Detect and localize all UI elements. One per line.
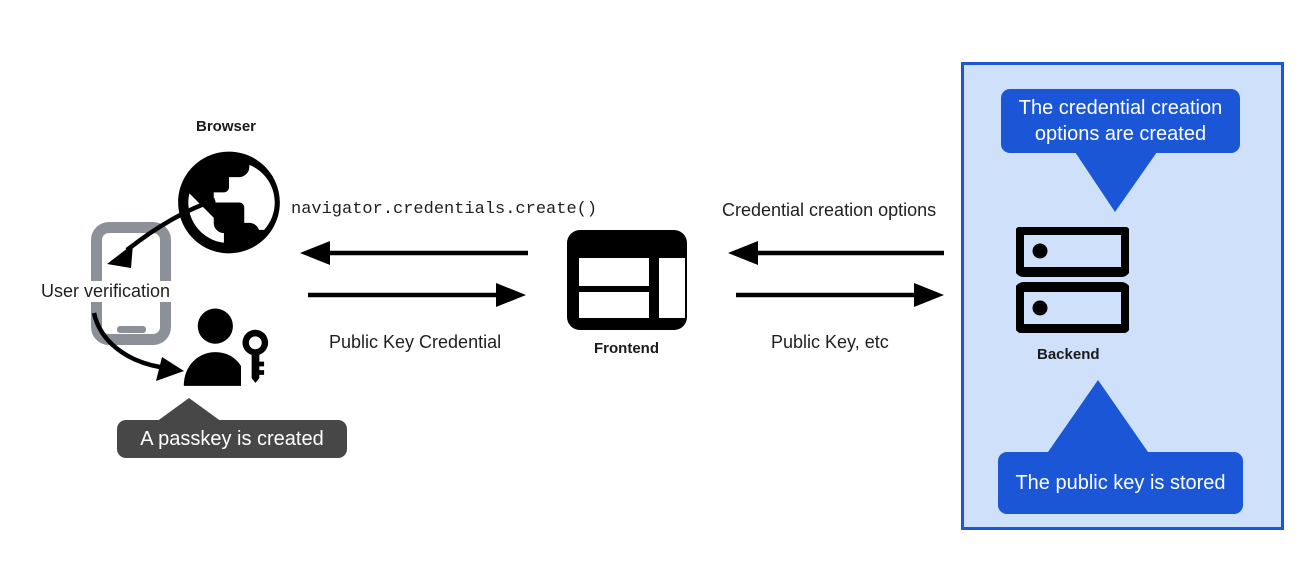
person-with-key-icon (182, 303, 278, 391)
backend-label: Backend (1037, 346, 1100, 363)
flow-frontend-backend-top-label: Credential creation options (722, 200, 937, 220)
callout-public-key-stored-pointer-icon (1048, 380, 1148, 452)
passkey-tooltip-pointer-icon (156, 398, 222, 422)
arrow-phone-to-user (91, 312, 184, 381)
frontend-label: Frontend (594, 340, 659, 357)
callout-passkey-created-text: A passkey is created (140, 428, 324, 450)
browser-label: Browser (196, 118, 257, 135)
callout-public-key-stored-text: The public key is stored (1015, 472, 1226, 494)
callout-passkey-created: A passkey is created (117, 420, 347, 458)
flow-frontend-backend-bottom-label: Public Key, etc (771, 332, 889, 352)
flow-browser-frontend-bottom-label: Public Key Credential (329, 332, 502, 352)
callout-credential-options-pointer-icon (1075, 152, 1157, 212)
arrow-frontend-to-browser (300, 241, 528, 265)
callout-credential-options-created-text: The credential creation options are crea… (1018, 97, 1223, 145)
mobile-phone-home-indicator (117, 326, 146, 333)
arrow-frontend-to-backend (736, 283, 944, 307)
callout-credential-options-created: The credential creation options are crea… (1001, 89, 1240, 153)
arrow-backend-to-frontend (728, 241, 944, 265)
user-verification-label: User verification (39, 281, 173, 302)
callout-public-key-stored: The public key is stored (998, 452, 1243, 514)
flow-browser-frontend-top-label: navigator.credentials.create() (291, 200, 598, 219)
dashboard-layout-icon (567, 230, 687, 330)
arrow-globe-to-phone (107, 197, 216, 268)
arrow-browser-to-frontend (308, 283, 526, 307)
globe-icon (168, 140, 290, 265)
server-stack-icon (1014, 225, 1131, 334)
